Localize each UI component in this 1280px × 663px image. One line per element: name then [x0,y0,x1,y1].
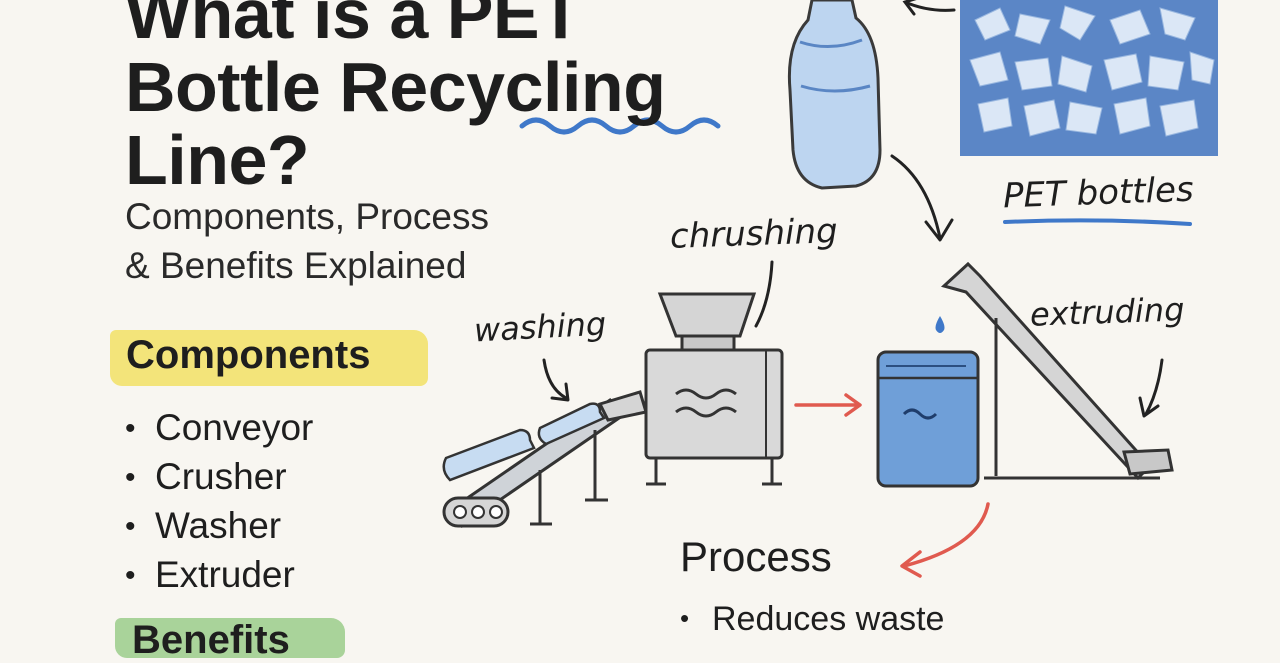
subtitle-line-2: & Benefits Explained [125,245,467,286]
conveyor-icon [442,390,648,529]
list-item: •Extruder [125,554,295,595]
bottle-icon [787,0,882,190]
list-item: •Crusher [125,456,287,497]
crusher-icon [644,292,784,486]
title-wave-underline [519,117,721,135]
washer-icon [876,350,980,488]
component-extruder: Extruder [155,554,295,595]
label-crushing: chrushing [669,211,839,257]
arrow-to-process-icon [900,502,990,578]
benefits-heading: Benefits [132,618,290,662]
arrow-to-flakes-icon [902,0,956,16]
list-item: •Conveyor [125,407,314,448]
flakes-image [960,0,1218,156]
label-pet-bottles: PET bottles [1002,169,1195,217]
title-line-3: Line? [125,121,310,199]
component-washer: Washer [155,505,282,546]
pet-bottles-underline [1003,218,1192,226]
components-heading: Components [126,333,371,377]
components-list: •Conveyor •Crusher •Washer •Extruder [125,404,313,600]
page-subtitle: Components, Process & Benefits Explained [125,192,489,290]
process-heading: Process [680,533,832,580]
title-line-1: What is a PET [125,0,582,53]
label-extruding: extruding [1029,290,1186,334]
label-washing: washing [473,304,608,350]
water-drop-icon [935,316,945,333]
component-crusher: Crusher [155,456,287,497]
pointer-extruding-icon [1138,358,1164,418]
process-reduces-waste: Reduces waste [712,600,945,638]
arrow-to-washer-icon [794,393,862,417]
components-highlight [110,330,428,386]
component-conveyor: Conveyor [155,407,314,448]
subtitle-line-1: Components, Process [125,196,490,237]
arrow-bottle-down-icon [890,154,954,242]
title-line-2: Bottle Recycling [125,48,666,126]
extruder-icon [940,261,1174,481]
list-item: •Washer [125,505,282,546]
list-item: •Reduces waste [680,600,945,638]
process-list: •Reduces waste [680,596,944,641]
pointer-washing-icon [542,358,570,402]
page-title: What is a PET Bottle Recycling Line? [125,0,785,197]
recycling-line-diagram [442,0,1218,578]
pointer-crushing-icon [754,260,774,328]
